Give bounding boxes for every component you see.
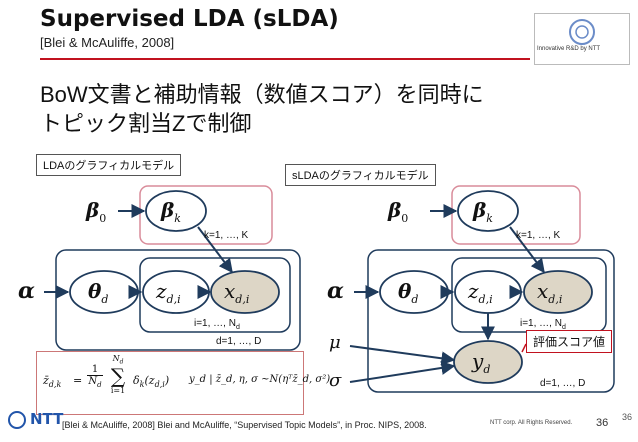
headline-line-1: BoW文書と補助情報（数値スコア）を同時に [40, 82, 484, 107]
slda-edge-sigma-y [349, 360, 456, 383]
reference-footnote: [Blei & McAuliffe, 2008] Blei and McAuli… [62, 420, 427, 430]
ntt-logo: NTT [8, 410, 63, 429]
lda-label-beta0: β0 [86, 198, 107, 225]
lda-node-betak [145, 190, 207, 232]
lda-edge-betak-x [197, 226, 233, 274]
lda-plate-i-label: i=1, …, Nd [194, 318, 240, 331]
slda-label-x: xd,i [537, 279, 563, 306]
formula-equals: = [73, 374, 83, 387]
slide-title: Supervised LDA (sLDA) [40, 6, 339, 32]
slide-subtitle: [Blei & McAuliffe, 2008] [40, 35, 175, 50]
formula-frac-num: 1 [87, 364, 103, 376]
slda-plate-d-label: d=1, …, D [540, 378, 586, 389]
title-underline [40, 58, 530, 60]
lda-plate-d [55, 249, 301, 351]
ntt-rd-logo [534, 13, 630, 65]
formula-box: z̄d,k = 1 Nd Nd ∑ i=1 δk(zd,i) y_d | z̄_… [36, 351, 330, 415]
sigma-sum-icon: ∑ [110, 363, 126, 388]
slda-label-beta0: β0 [388, 198, 409, 225]
slda-label-alpha: α [327, 278, 344, 304]
slda-label-sigma: σ [329, 370, 342, 391]
ntt-globe-icon [8, 410, 26, 429]
lda-label-theta: θd [88, 279, 109, 306]
slda-plate-i-label: i=1, …, Nd [520, 318, 566, 331]
formula-sum-top: Nd [112, 354, 124, 366]
formula-sum-bottom: i=1 [110, 385, 126, 395]
slda-edge-mu-y [349, 345, 456, 366]
formula-fraction: 1 Nd [87, 364, 103, 389]
slda-label-z: zd,i [468, 279, 493, 306]
slda-label-y: yd [472, 349, 491, 376]
formula-sum: Nd ∑ i=1 [107, 354, 129, 395]
slda-label-mu: μ [329, 332, 341, 353]
lda-label-x: xd,i [224, 279, 250, 306]
headline-line-2: トピック割当Zで制御 [40, 111, 252, 136]
slda-edge-betak-x [509, 226, 545, 274]
lda-label-alpha: α [18, 278, 35, 304]
slda-label-betak: βk [473, 198, 493, 225]
slda-plate-k-label: k=1, …, K [516, 230, 561, 241]
slda-plate-d [367, 249, 615, 393]
formula-lhs: z̄d,k [43, 374, 62, 390]
slda-label-theta: θd [398, 279, 419, 306]
score-value-tag: 評価スコア値 [526, 330, 613, 353]
page-number: 36 [596, 417, 609, 429]
formula-frac-den: Nd [88, 376, 102, 389]
logo-caption: Innovative R&D by NTT [537, 46, 601, 52]
lda-label-betak: βk [161, 198, 181, 225]
page-number-small: 36 [622, 412, 633, 422]
slda-node-x [523, 270, 593, 314]
lda-model-tag: LDAのグラフィカルモデル [36, 154, 182, 176]
lda-plate-k-label: k=1, …, K [204, 230, 249, 241]
slda-model-tag: sLDAのグラフィカルモデル [285, 164, 436, 186]
lda-label-z: zd,i [156, 279, 181, 306]
formula-rhs: y_d | z̄_d, η, σ ~N(ηᵀz̄_d, σ²) [189, 374, 331, 385]
slda-node-betak [457, 190, 519, 232]
score-tag-pointer [521, 343, 527, 353]
ntt-rd-logo-icon [569, 19, 595, 45]
formula-delta: δk(zd,i) [133, 374, 170, 390]
lda-plate-d-label: d=1, …, D [216, 336, 262, 347]
copyright-notice: NTT corp. All Rights Reserved. [490, 420, 573, 426]
headline: BoW文書と補助情報（数値スコア）を同時に トピック割当Zで制御 [40, 80, 484, 138]
